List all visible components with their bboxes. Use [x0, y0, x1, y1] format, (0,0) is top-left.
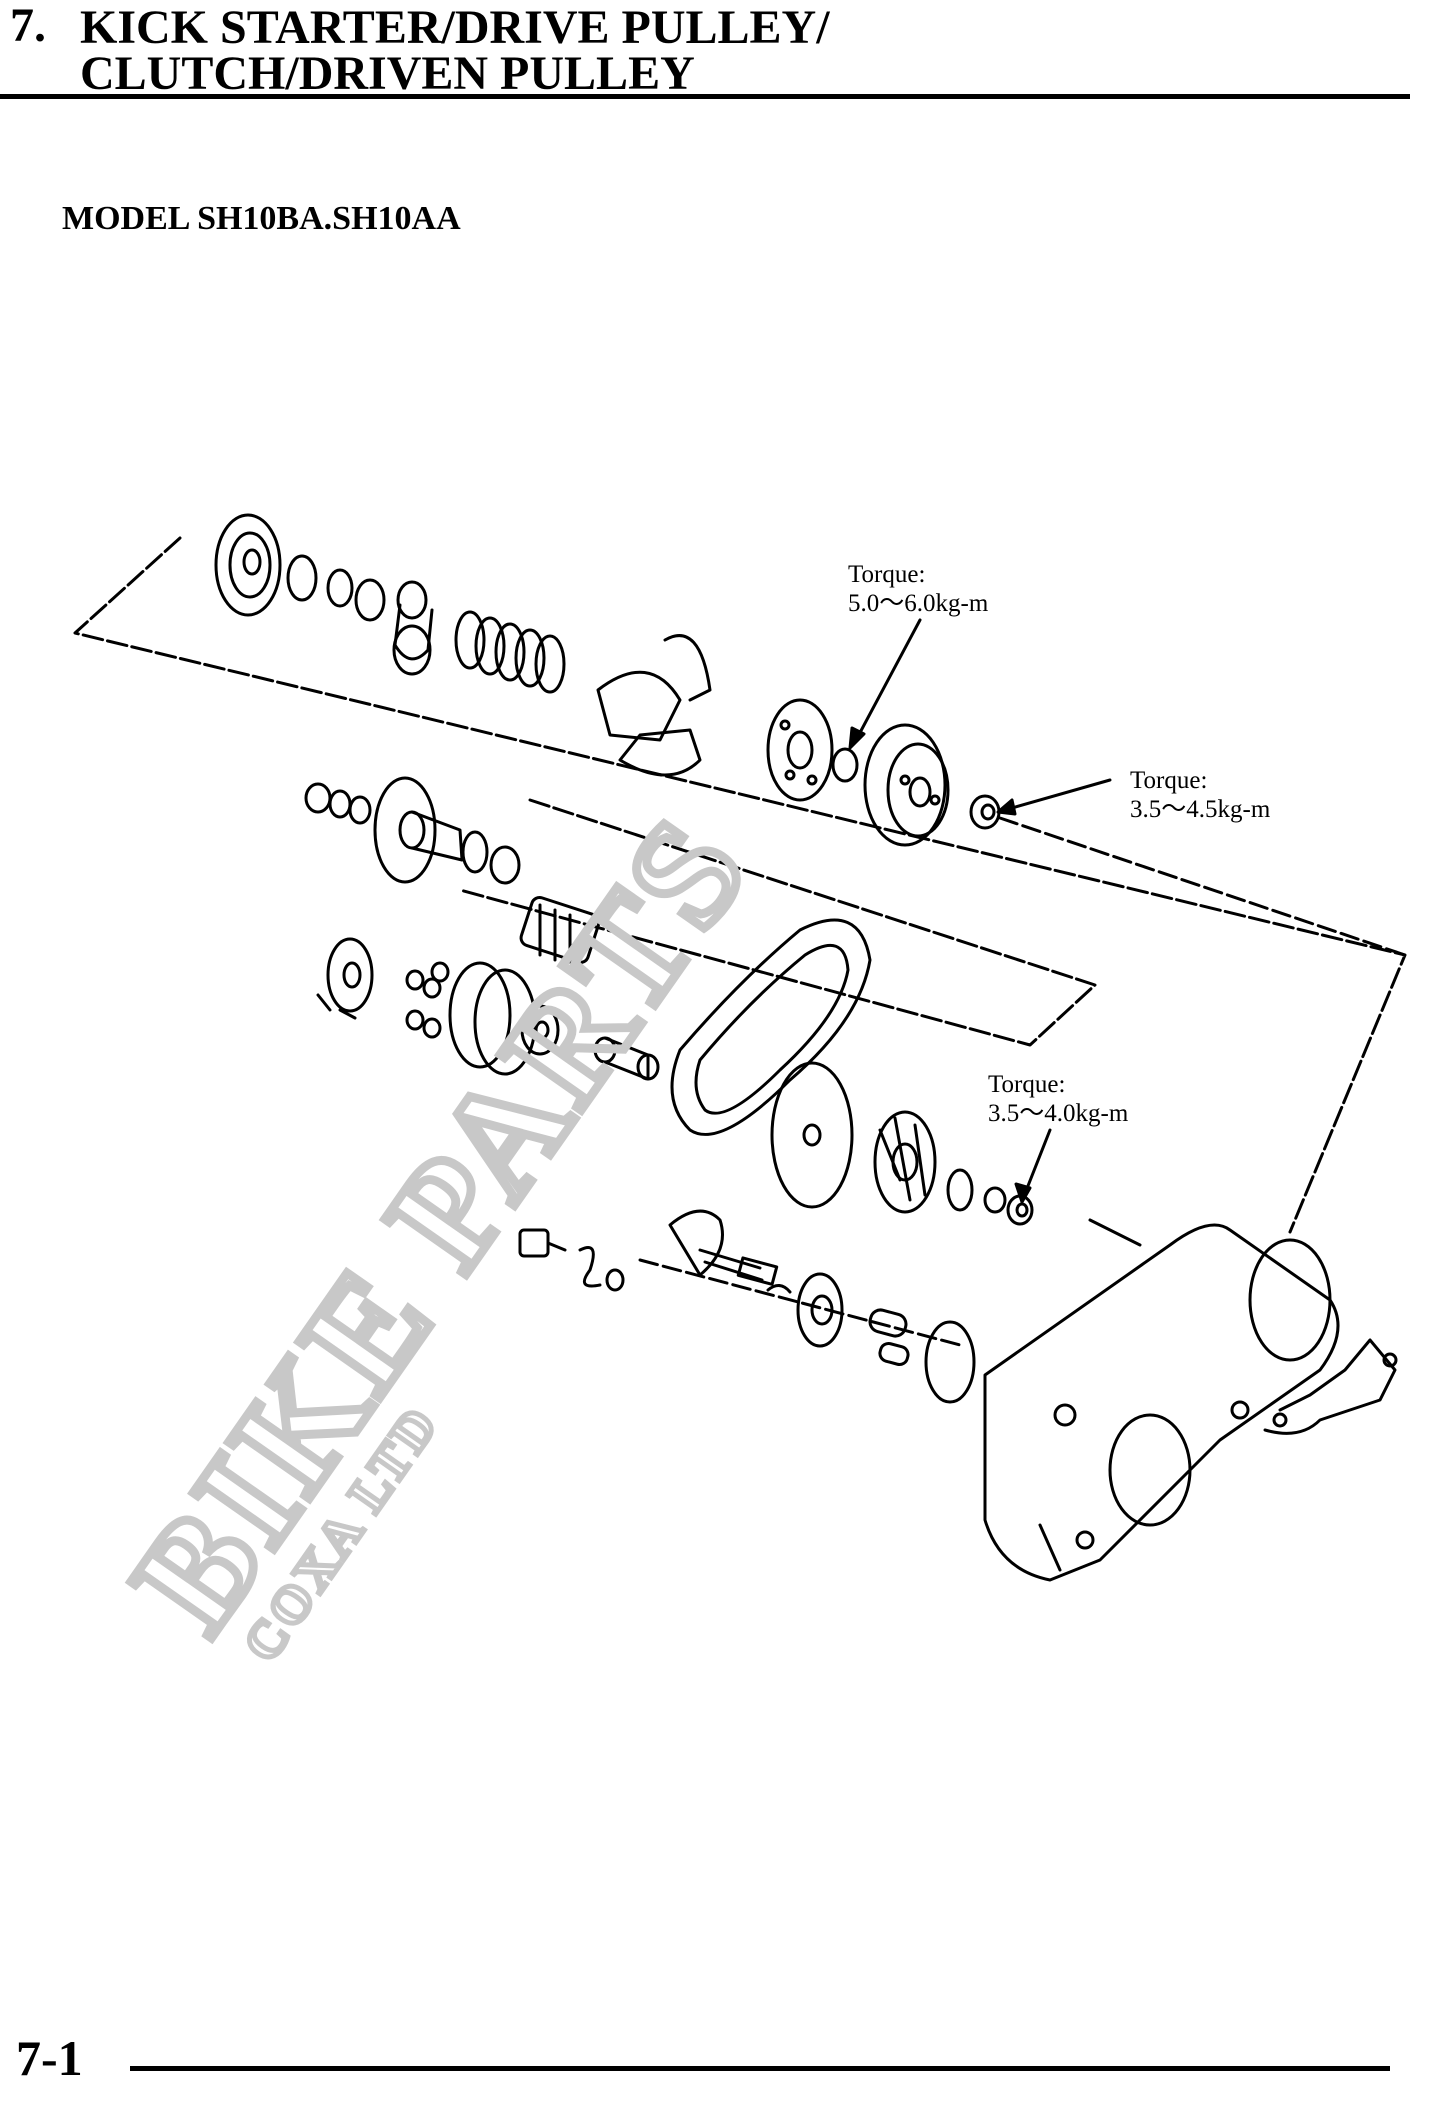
bearing-3	[348, 795, 372, 825]
header-rule	[0, 94, 1410, 99]
torque-callout-1: Torque: 5.0～6.0kg-m	[848, 560, 988, 618]
starter-ratchet	[946, 1168, 974, 1212]
model-label: MODEL SH10BA.SH10AA	[62, 200, 461, 237]
torque-value: 3.5～4.5kg-m	[1130, 796, 1271, 823]
torque-callout-3: Torque: 3.5～4.0kg-m	[988, 1070, 1128, 1128]
driven-face	[373, 776, 464, 884]
title-line-1: KICK STARTER/DRIVE PULLEY/	[80, 1, 830, 54]
washer-1	[286, 554, 318, 602]
crankcase-cover	[983, 1223, 1340, 1582]
torque-value: 3.5～4.0kg-m	[988, 1100, 1129, 1127]
page-number: 7-1	[16, 2030, 83, 2086]
leader-torque-1	[853, 618, 922, 744]
chapter-number: 7.	[10, 0, 46, 52]
kick-starter-spindle	[668, 1209, 779, 1286]
dowel-pins	[868, 1308, 910, 1367]
cover-gasket-ring	[924, 1320, 976, 1404]
drive-collar	[593, 1036, 660, 1081]
kick-washer	[605, 1268, 625, 1292]
kick-spring	[578, 1246, 602, 1288]
clutch-spring	[454, 610, 566, 694]
seal-collar	[461, 830, 489, 874]
clutch-nut	[969, 794, 1001, 830]
washer-2	[326, 568, 354, 608]
drive-plate	[766, 698, 834, 802]
collar	[392, 580, 434, 676]
torque-callout-2: Torque: 3.5～4.5kg-m	[1130, 766, 1270, 824]
drive-belt	[670, 918, 872, 1136]
leader-torque-3	[1022, 1128, 1052, 1198]
bearing-2	[328, 789, 352, 819]
clutch-gear	[519, 895, 601, 965]
lever-bolt	[1272, 1412, 1288, 1428]
ramp-plate	[316, 937, 374, 1020]
clutch-outer	[863, 723, 950, 847]
torque-label: Torque:	[1130, 767, 1208, 794]
driven-ring	[489, 845, 521, 885]
weight-rollers	[405, 961, 450, 1039]
kick-bushing	[796, 1272, 844, 1348]
title-line-2: CLUTCH/DRIVEN PULLEY	[80, 47, 695, 100]
kick-lever	[1263, 1338, 1398, 1435]
nut-washer	[831, 747, 859, 783]
bearing-1	[304, 782, 332, 814]
movable-drive-face	[448, 961, 560, 1076]
clutch-outer-plate	[214, 513, 282, 617]
torque-value: 5.0～6.0kg-m	[848, 590, 989, 617]
footer-rule	[130, 2066, 1390, 2071]
fan-drive-face	[873, 1110, 937, 1214]
assembly-line-lower	[458, 798, 1097, 1047]
assembly-line-upper	[73, 536, 1407, 1234]
leader-torque-2	[1003, 778, 1112, 812]
torque-label: Torque:	[988, 1071, 1066, 1098]
clutch-shoes	[596, 634, 712, 777]
kick-circlip	[766, 1284, 792, 1294]
drive-washer	[983, 1186, 1007, 1214]
ring-1	[354, 578, 386, 622]
kick-bolt	[518, 1228, 567, 1258]
torque-label: Torque:	[848, 561, 926, 588]
fixed-drive-face	[770, 1061, 854, 1209]
